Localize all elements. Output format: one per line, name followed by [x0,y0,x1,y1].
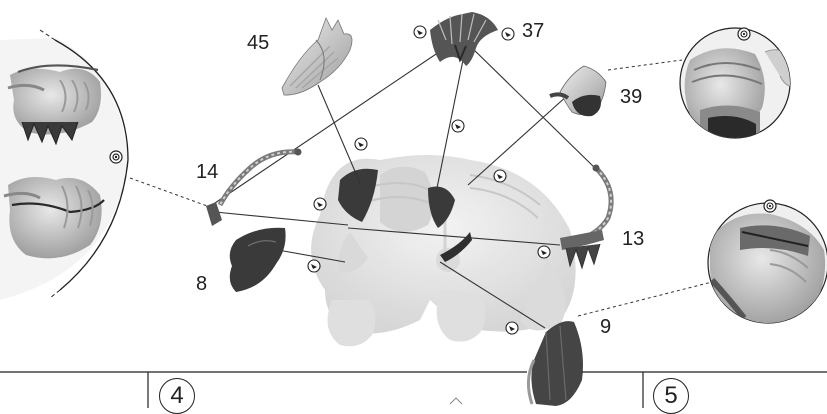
part-number-9: 9 [600,317,611,337]
part-number-39: 39 [620,87,642,107]
rotate-view-icon [764,200,776,212]
part-number-37: 37 [522,21,544,41]
glue-icon [452,120,464,132]
glue-icon [414,26,426,38]
bottom-right-closeup [578,200,827,327]
part-37 [430,12,498,66]
rotate-view-icon [738,28,750,40]
part-45 [282,18,352,95]
glue-icon [314,198,326,210]
part-8 [230,228,286,292]
left-detail-closeup [0,30,128,300]
part-number-8: 8 [196,274,207,294]
glue-icon [494,170,506,182]
part-number-13: 13 [622,229,644,249]
part-number-45: 45 [247,33,269,53]
part-13 [560,165,611,269]
glue-icon [538,246,550,258]
glue-icon [502,28,514,40]
part-14 [206,149,302,227]
glue-icon [308,260,320,272]
glue-icon [355,138,367,150]
step-number-4: 4 [159,378,195,414]
glue-icon [506,322,518,334]
part-9 [528,321,583,406]
step-divider [0,372,827,408]
top-right-closeup [608,28,796,140]
step-number-5: 5 [653,378,689,414]
part-39 [550,66,606,116]
part-number-14: 14 [196,162,218,182]
